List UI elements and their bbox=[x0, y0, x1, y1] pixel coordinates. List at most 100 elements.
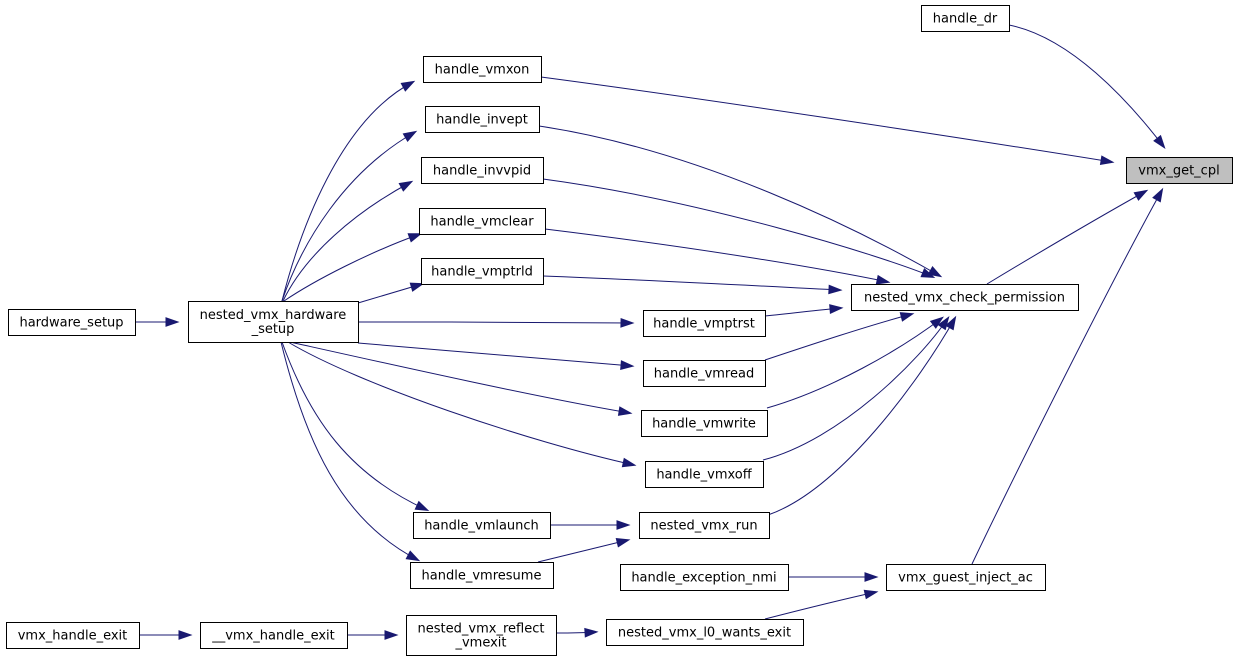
node-label: handle_dr bbox=[933, 12, 998, 27]
node-nested_vmx_check_permission[interactable]: nested_vmx_check_permission bbox=[851, 284, 1079, 311]
node-handle_vmwrite[interactable]: handle_vmwrite bbox=[641, 410, 768, 437]
node-label: vmx_get_cpl bbox=[1138, 164, 1219, 179]
node-vmx_handle_exit[interactable]: vmx_handle_exit bbox=[6, 622, 140, 649]
node-label: _setup bbox=[251, 322, 295, 337]
arrowhead bbox=[945, 315, 957, 331]
edge-nested_vmx_hardware_setup-to-handle_vmresume bbox=[280, 341, 421, 562]
edge-layer bbox=[135, 24, 1166, 640]
node-label: nested_vmx_reflect bbox=[418, 622, 545, 637]
edge-vmx_guest_inject_ac-to-vmx_get_cpl bbox=[971, 187, 1164, 565]
edge-handle_vmxon-to-vmx_get_cpl bbox=[540, 76, 1115, 166]
node-box bbox=[410, 562, 554, 589]
node-label: handle_vmxon bbox=[435, 63, 530, 78]
node-__vmx_handle_exit[interactable]: __vmx_handle_exit bbox=[200, 622, 348, 649]
node-box bbox=[188, 301, 359, 343]
arrowhead bbox=[398, 180, 414, 192]
node-box bbox=[643, 310, 766, 337]
arrowhead bbox=[620, 360, 635, 370]
node-label: handle_vmresume bbox=[422, 569, 542, 584]
node-box bbox=[406, 615, 557, 656]
arrowhead bbox=[384, 630, 399, 640]
node-label: hardware_setup bbox=[19, 316, 123, 331]
arrowhead bbox=[864, 572, 879, 582]
node-handle_vmxoff[interactable]: handle_vmxoff bbox=[645, 461, 764, 488]
node-label: __vmx_handle_exit bbox=[211, 629, 335, 644]
arrowhead bbox=[405, 550, 421, 562]
node-box bbox=[200, 622, 348, 649]
arrowhead bbox=[402, 130, 418, 142]
node-label: _vmexit bbox=[454, 636, 506, 651]
arrowhead bbox=[407, 233, 423, 243]
node-label: handle_vmwrite bbox=[652, 417, 756, 432]
edge-nested_vmx_l0_wants_exit-to-vmx_guest_inject_ac bbox=[764, 589, 879, 620]
arrowhead bbox=[1133, 189, 1149, 201]
node-nested_vmx_run[interactable]: nested_vmx_run bbox=[639, 512, 770, 539]
edge-nested_vmx_hardware_setup-to-handle_invvpid bbox=[282, 180, 414, 302]
node-box bbox=[606, 619, 804, 646]
node-box bbox=[645, 461, 764, 488]
node-handle_invept[interactable]: handle_invept bbox=[425, 106, 540, 133]
node-nested_vmx_l0_wants_exit[interactable]: nested_vmx_l0_wants_exit bbox=[606, 619, 804, 646]
node-label: vmx_handle_exit bbox=[18, 629, 128, 644]
edge-nested_vmx_hardware_setup-to-handle_invept bbox=[281, 130, 418, 302]
node-label: nested_vmx_run bbox=[650, 519, 757, 534]
edge-nested_vmx_run-to-nested_vmx_check_permission bbox=[767, 315, 957, 516]
node-label: nested_vmx_l0_wants_exit bbox=[618, 626, 791, 641]
node-label: handle_vmptrld bbox=[431, 265, 533, 280]
node-box bbox=[921, 5, 1010, 32]
node-box bbox=[425, 106, 540, 133]
arrowhead bbox=[400, 80, 416, 92]
arrowhead bbox=[621, 457, 637, 468]
arrowhead bbox=[875, 274, 891, 285]
node-handle_vmxon[interactable]: handle_vmxon bbox=[423, 56, 542, 83]
node-label: handle_vmptrst bbox=[653, 317, 755, 332]
node-handle_invvpid[interactable]: handle_invvpid bbox=[421, 157, 544, 184]
arrowhead bbox=[829, 304, 844, 314]
edge-nested_vmx_hardware_setup-to-handle_vmptrld bbox=[357, 282, 425, 304]
node-handle_vmread[interactable]: handle_vmread bbox=[643, 360, 766, 387]
arrowhead bbox=[414, 500, 430, 512]
node-nested_vmx_reflect_vmexit[interactable]: nested_vmx_reflect_vmexit bbox=[406, 615, 557, 656]
edge-handle_dr-to-vmx_get_cpl bbox=[1008, 24, 1166, 150]
edge-nested_vmx_hardware_setup-to-handle_vmptrst bbox=[357, 317, 635, 328]
edge-hardware_setup-to-nested_vmx_hardware_setup bbox=[135, 317, 180, 327]
node-handle_vmptrst[interactable]: handle_vmptrst bbox=[643, 310, 766, 337]
edge-handle_vmread-to-nested_vmx_check_permission bbox=[764, 312, 915, 361]
node-box bbox=[851, 284, 1079, 311]
node-handle_vmlaunch[interactable]: handle_vmlaunch bbox=[413, 512, 551, 539]
node-label: handle_vmlaunch bbox=[424, 519, 539, 534]
arrowhead bbox=[617, 406, 633, 416]
node-vmx_get_cpl[interactable]: vmx_get_cpl bbox=[1126, 157, 1233, 184]
node-box bbox=[886, 564, 1046, 591]
node-handle_vmresume[interactable]: handle_vmresume bbox=[410, 562, 554, 589]
edge-handle_invept-to-nested_vmx_check_permission bbox=[538, 125, 943, 278]
arrowhead bbox=[1153, 134, 1166, 150]
node-label: handle_invvpid bbox=[433, 164, 531, 179]
node-handle_vmptrld[interactable]: handle_vmptrld bbox=[421, 258, 544, 285]
node-vmx_guest_inject_ac[interactable]: vmx_guest_inject_ac bbox=[886, 564, 1046, 591]
arrowhead bbox=[937, 315, 950, 331]
edge-nested_vmx_hardware_setup-to-handle_vmread bbox=[357, 342, 635, 370]
edge-handle_vmclear-to-nested_vmx_check_permission bbox=[544, 228, 891, 285]
edge-handle_vmptrst-to-nested_vmx_check_permission bbox=[764, 304, 844, 317]
node-label: handle_vmread bbox=[654, 367, 754, 382]
node-box bbox=[641, 410, 768, 437]
node-box bbox=[421, 258, 544, 285]
edge-nested_vmx_reflect_vmexit-to-nested_vmx_l0_wants_exit bbox=[555, 627, 599, 638]
edge-handle_vmresume-to-nested_vmx_run bbox=[537, 538, 631, 563]
node-nested_vmx_hardware_setup[interactable]: nested_vmx_hardware_setup bbox=[188, 301, 359, 343]
arrowhead bbox=[1099, 155, 1115, 166]
arrowhead bbox=[929, 316, 945, 329]
node-handle_exception_nmi[interactable]: handle_exception_nmi bbox=[620, 564, 789, 591]
node-box bbox=[423, 56, 542, 83]
edge-nested_vmx_hardware_setup-to-handle_vmxon bbox=[281, 80, 416, 302]
node-hardware_setup[interactable]: hardware_setup bbox=[8, 309, 136, 336]
edge-handle_vmxoff-to-nested_vmx_check_permission bbox=[762, 315, 950, 461]
node-handle_dr[interactable]: handle_dr bbox=[921, 5, 1010, 32]
node-box bbox=[643, 360, 766, 387]
node-label: nested_vmx_check_permission bbox=[864, 291, 1065, 306]
node-handle_vmclear[interactable]: handle_vmclear bbox=[419, 208, 546, 235]
edge-__vmx_handle_exit-to-nested_vmx_reflect_vmexit bbox=[347, 630, 399, 640]
node-layer: handle_dr vmx_get_cpl handle_vmxon handle_i… bbox=[6, 5, 1233, 656]
node-label: handle_vmxoff bbox=[656, 468, 752, 483]
